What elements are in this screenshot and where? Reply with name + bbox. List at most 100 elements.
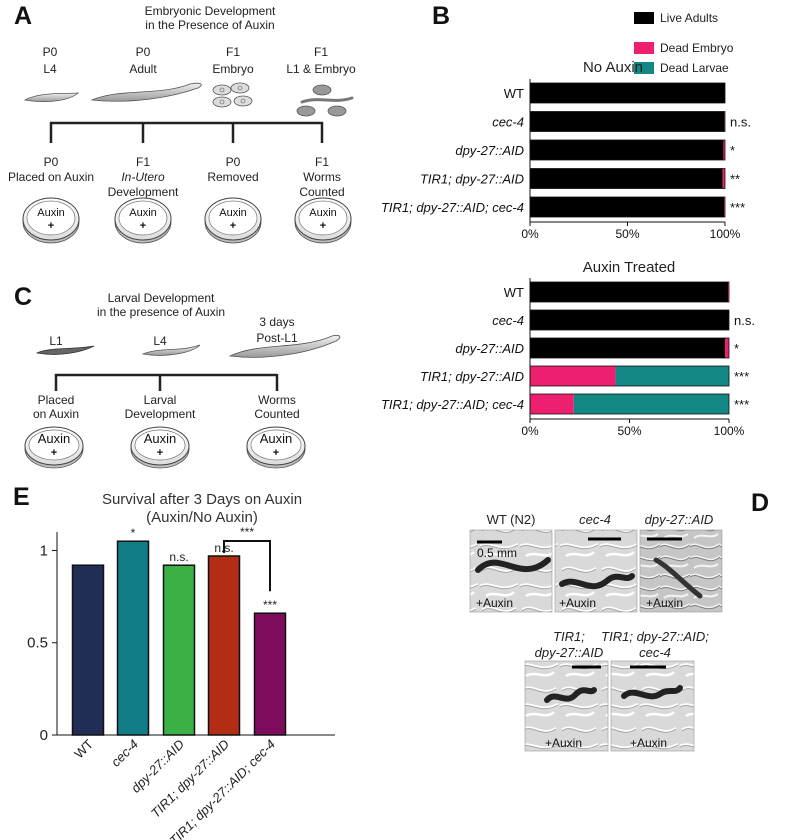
significance-label: n.s. <box>730 115 751 130</box>
x-tick-label: 0% <box>521 227 539 241</box>
legend-swatch-dead-embryo <box>634 42 654 54</box>
image5-label-line2: cec-4 <box>639 645 671 660</box>
significance-label: *** <box>734 397 749 412</box>
category-label: cec-4 <box>108 737 141 770</box>
l1-worm-illustration <box>35 345 95 355</box>
panel-a-stage4-line2: L1 & Embryo <box>286 62 356 76</box>
panel-c-letter: C <box>14 283 32 311</box>
x-tick-label: 100% <box>714 424 745 438</box>
image3-treatment: +Auxin <box>646 596 683 610</box>
bar <box>207 555 241 736</box>
auxin-plate-icon: Auxin+ <box>130 426 190 469</box>
bar-live-adults <box>530 197 725 217</box>
image5-treatment: +Auxin <box>630 736 667 750</box>
category-label: TIR1; dpy-27::AID <box>148 737 232 821</box>
panel-a-stage1-line1: P0 <box>43 45 58 59</box>
panel-a-step4-line1: F1 <box>315 155 329 169</box>
category-label: WT <box>71 736 96 761</box>
panel-a-stage2-line1: P0 <box>136 45 151 59</box>
plate-label: Auxin <box>37 207 65 219</box>
plate-sign: + <box>320 220 326 232</box>
panel-c-title-line1: Larval Development <box>108 291 215 305</box>
x-tick-label: 100% <box>710 227 741 241</box>
significance-label: n.s. <box>169 550 188 564</box>
legend-label-dead-embryo: Dead Embryo <box>660 41 734 55</box>
l4-worm-illustration <box>23 92 80 102</box>
l4-worm-illustration-c <box>141 344 201 356</box>
auxin-plate-icon: Auxin+ <box>294 197 352 244</box>
bar-live-adults <box>530 168 723 189</box>
panel-c-stage3-line2: Post-L1 <box>256 331 298 345</box>
legend-label-live: Live Adults <box>660 11 718 25</box>
panel-c-stage3-line1: 3 days <box>259 315 294 329</box>
category-label: dpy-27::AID <box>455 143 524 158</box>
bracket-label: *** <box>240 525 254 539</box>
plate-label: Auxin <box>129 207 157 219</box>
plate-sign: + <box>140 220 146 232</box>
bar <box>162 564 196 736</box>
l1-embryo-illustration <box>296 84 354 117</box>
plate-inner-shape <box>118 200 168 236</box>
panel-e-letter: E <box>13 483 30 511</box>
bar <box>71 564 105 736</box>
category-label: cec-4 <box>492 115 524 130</box>
micrograph-cec4: +Auxin <box>554 529 638 613</box>
significance-label: * <box>730 143 735 158</box>
bar-dead-embryo <box>530 366 616 386</box>
legend-swatch-live <box>634 12 654 24</box>
adult-worm-illustration-c <box>228 334 341 358</box>
legend-swatch-dead-larvae <box>634 62 654 74</box>
panel-a-title-line1: Embryonic Development <box>145 4 276 18</box>
panel-c-step3-line1: Worms <box>258 393 296 407</box>
plate-inner-shape <box>250 429 302 461</box>
bar-dead-embryo <box>728 282 729 302</box>
panel-a-step4-line3: Counted <box>299 185 344 199</box>
panel-a-stage4-line1: F1 <box>314 45 328 59</box>
plate-inner-shape <box>298 200 348 236</box>
significance-label: *** <box>730 200 745 215</box>
panel-c-title-line2: in the presence of Auxin <box>97 305 225 319</box>
plate-sign: + <box>48 220 54 232</box>
plate-sign: + <box>230 220 236 232</box>
bar-dead-embryo <box>723 140 725 160</box>
auxin-plate-icon: Auxin+ <box>114 197 172 244</box>
panel-c-step3-line2: Counted <box>254 407 299 421</box>
bar-live-adults <box>530 83 725 103</box>
chart-e-subtitle: (Auxin/No Auxin) <box>146 509 258 526</box>
plate-inner-shape <box>134 429 186 461</box>
panel-b: B Live Adults Dead Embryo Dead Larvae No… <box>381 2 755 438</box>
bar-live-adults <box>530 140 724 160</box>
panel-a-step1-line2: Placed on Auxin <box>8 170 94 184</box>
plate-label: Auxin <box>38 431 71 446</box>
category-label: TIR1; dpy-27::AID <box>420 369 524 384</box>
panel-a-step3-line2: Removed <box>207 170 258 184</box>
plate-sign: + <box>273 447 279 459</box>
image2-treatment: +Auxin <box>559 596 596 610</box>
chart-e-title: Survival after 3 Days on Auxin <box>102 491 302 508</box>
panel-c-step2-line1: Larval <box>144 393 177 407</box>
worm-dpy27 <box>653 557 703 599</box>
image4-label-line1: TIR1; <box>553 629 585 644</box>
plate-label: Auxin <box>219 207 247 219</box>
y-tick-label: 0.5 <box>27 635 48 652</box>
panel-a-stage3-line2: Embryo <box>212 62 254 76</box>
bar <box>116 540 150 736</box>
plate-inner-shape <box>208 200 258 236</box>
panel-c-stage1-line1: L1 <box>49 334 63 348</box>
significance-label: *** <box>734 369 749 384</box>
auxin-plate-icon: Auxin+ <box>24 426 84 469</box>
panel-a-letter: A <box>14 2 32 30</box>
bar-dead-larvae <box>615 366 729 386</box>
image4-treatment: +Auxin <box>545 736 582 750</box>
bar-dead-embryo <box>725 338 729 358</box>
auxin-plate-icon: Auxin+ <box>246 426 306 469</box>
significance-bracket <box>223 540 271 592</box>
panel-c-timeline <box>54 373 279 391</box>
x-tick-label: 50% <box>615 227 639 241</box>
image1-treatment: +Auxin <box>476 596 513 610</box>
legend: Live Adults Dead Embryo Dead Larvae <box>634 11 734 75</box>
panel-c-plates: Auxin+Auxin+Auxin+ <box>24 426 306 469</box>
